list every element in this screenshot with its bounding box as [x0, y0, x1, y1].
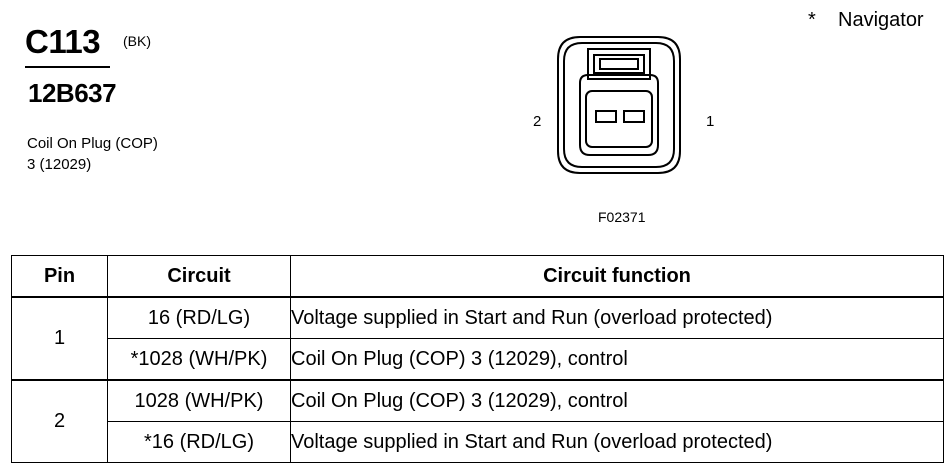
title-underline — [25, 66, 110, 68]
table-row: 1 16 (RD/LG) Voltage supplied in Start a… — [11, 296, 944, 381]
header-circuit-function: Circuit function — [290, 255, 944, 298]
terminal-2 — [595, 110, 617, 123]
component-name-line1: Coil On Plug (COP) — [27, 135, 158, 152]
figure-code: F02371 — [598, 209, 646, 225]
circuit-function-cell: Voltage supplied in Start and Run (overl… — [290, 421, 944, 463]
pin-number-cell: 1 — [11, 296, 108, 381]
table-row: *1028 (WH/PK) Coil On Plug (COP) 3 (1202… — [12, 338, 944, 381]
table-row: 2 1028 (WH/PK) Coil On Plug (COP) 3 (120… — [11, 379, 944, 463]
header-pin: Pin — [11, 255, 108, 298]
legend-label: Navigator — [838, 9, 924, 31]
circuit-function-cell: Voltage supplied in Start and Run (overl… — [290, 296, 944, 339]
circuit-cell: 1028 (WH/PK) — [107, 379, 291, 422]
table-row: *16 (RD/LG) Voltage supplied in Start an… — [12, 421, 944, 463]
circuit-cell: *1028 (WH/PK) — [107, 338, 291, 381]
connector-color-code: (BK) — [123, 33, 151, 49]
legend: * Navigator — [808, 8, 924, 32]
circuit-function-cell: Coil On Plug (COP) 3 (12029), control — [290, 338, 944, 381]
terminal-1 — [623, 110, 645, 123]
pin-1-label: 1 — [706, 113, 715, 130]
legend-symbol: * — [808, 9, 816, 31]
circuit-cell: 16 (RD/LG) — [107, 296, 291, 339]
connector-face-diagram — [557, 36, 681, 174]
pin-2-label: 2 — [533, 113, 542, 130]
part-number: 12B637 — [28, 78, 117, 108]
pin-number-cell: 2 — [11, 379, 108, 463]
circuit-cell: *16 (RD/LG) — [107, 421, 291, 463]
circuit-function-cell: Coil On Plug (COP) 3 (12029), control — [290, 379, 944, 422]
connector-id: C113 — [25, 23, 101, 60]
table-header-row: Pin Circuit Circuit function — [11, 255, 944, 298]
pinout-table: Pin Circuit Circuit function 1 16 (RD/LG… — [11, 255, 944, 463]
component-name-line2: 3 (12029) — [27, 156, 92, 173]
header-circuit: Circuit — [107, 255, 291, 298]
